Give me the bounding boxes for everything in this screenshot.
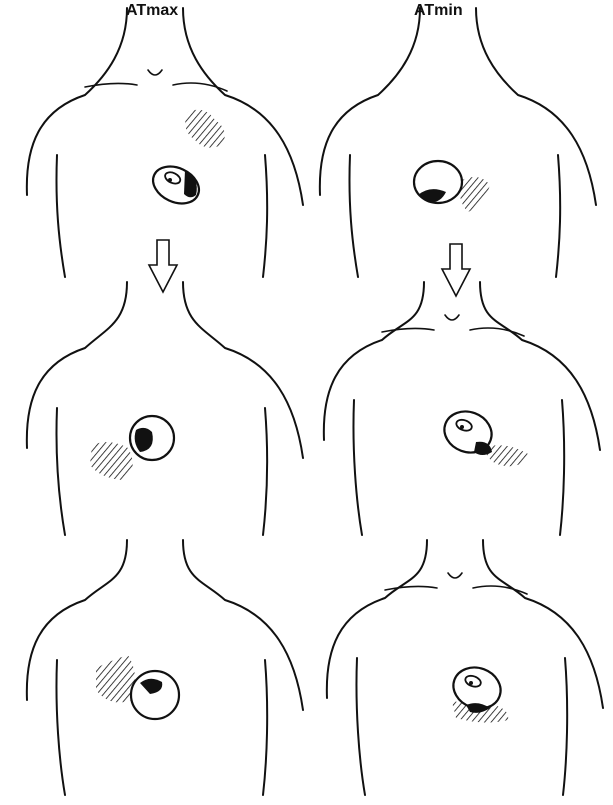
hatched-area xyxy=(90,442,133,480)
heart-atmin-1 xyxy=(414,161,490,212)
down-arrow-icon xyxy=(442,244,470,296)
hatched-area xyxy=(185,110,225,148)
torso-atmax-2 xyxy=(27,282,303,535)
down-arrow-icon xyxy=(149,240,177,292)
torso-atmin-3 xyxy=(327,540,603,795)
torso-atmin-1 xyxy=(320,8,596,277)
hatched-area xyxy=(460,177,490,212)
heart-atmax-3 xyxy=(96,655,179,719)
heart-atmin-3 xyxy=(448,661,509,723)
heart-atmax-1 xyxy=(147,110,225,211)
torso-atmin-2 xyxy=(324,282,600,535)
dark-region xyxy=(184,170,197,197)
torso-atmax-1 xyxy=(27,8,303,277)
heart-atmin-2 xyxy=(439,405,530,466)
torso-atmax-3 xyxy=(27,540,303,795)
hatched-area xyxy=(96,655,135,702)
heart-atmax-2 xyxy=(90,416,174,480)
